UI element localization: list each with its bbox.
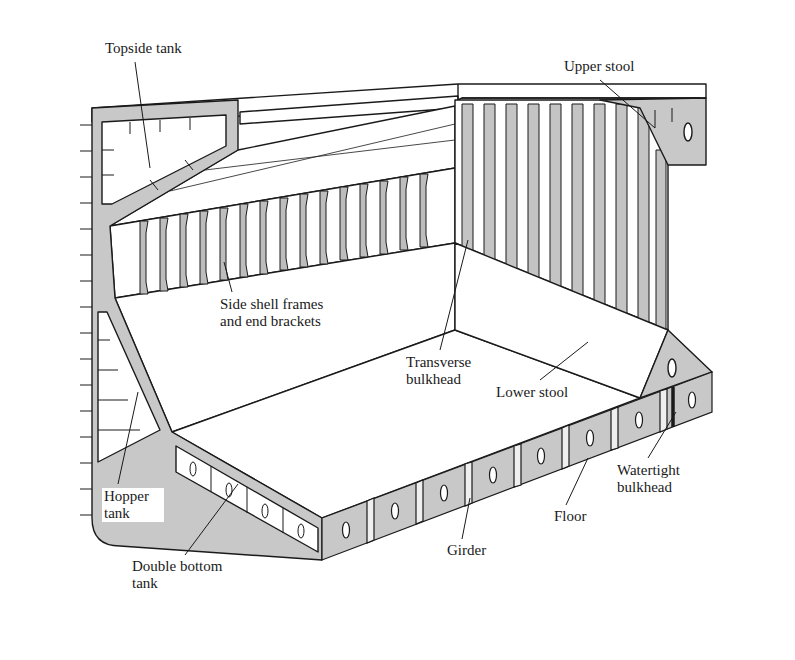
leader-lines [118,62,676,555]
part-label: Hopper tank [102,488,164,522]
topside-void [102,115,226,204]
part-label: Floor [552,508,589,525]
side-frames [140,174,428,294]
part-label: Watertight bulkhead [615,462,705,496]
bottom-void [176,446,318,552]
upper-stool [600,98,706,165]
part-label: Topside tank [103,40,184,57]
hopper-void [98,312,160,462]
part-label: Girder [445,542,488,559]
part-label: Lower stool [494,384,570,401]
double-bottom-cut [322,372,712,560]
part-label: Double bottom tank [130,558,246,592]
part-label: Upper stool [562,58,636,75]
part-label: Side shell frames and end brackets [218,296,350,330]
section-cut [92,100,322,560]
part-label: Transverse bulkhead [404,354,500,388]
